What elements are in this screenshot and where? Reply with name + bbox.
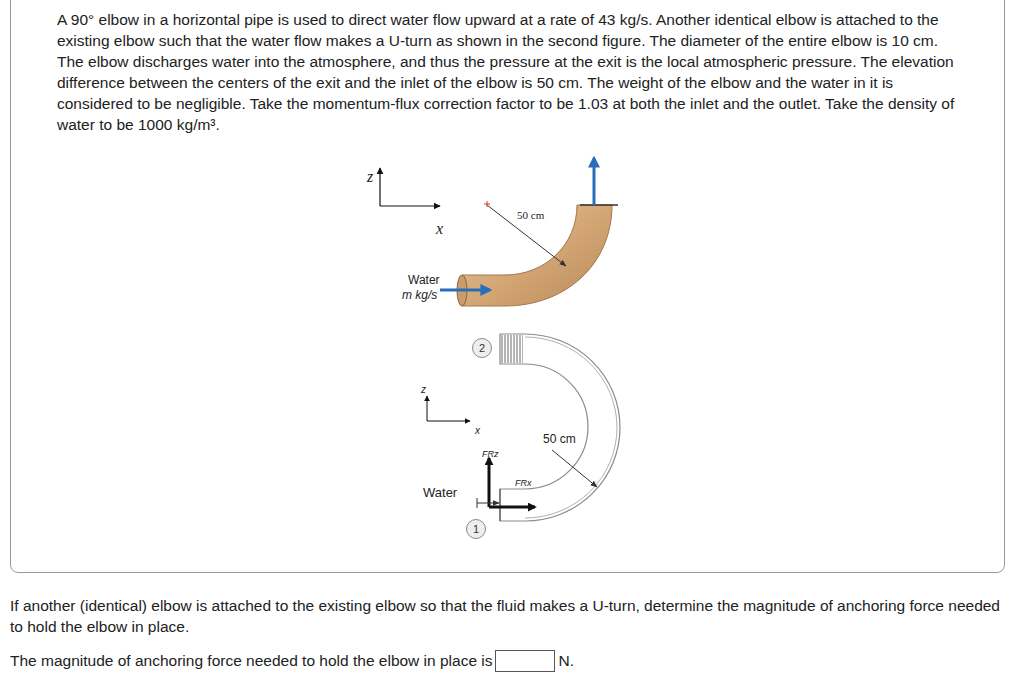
- dimension: 50 cm: [543, 433, 576, 447]
- problem-panel: A 90° elbow in a horizontal pipe is used…: [10, 0, 1005, 573]
- axis-label: z: [421, 384, 426, 396]
- problem-text: A 90° elbow in a horizontal pipe is used…: [57, 9, 962, 135]
- flow-arrow: [440, 289, 490, 292]
- flow-arrow: [593, 158, 596, 205]
- answer-prompt: The magnitude of anchoring force needed …: [10, 652, 493, 670]
- u-elbow-outline: [525, 337, 617, 518]
- section-line: [499, 489, 500, 521]
- section-hatch: [501, 335, 523, 363]
- axis-label: x: [475, 425, 480, 437]
- force-arrow: [489, 506, 535, 509]
- inlet-tick: [477, 498, 478, 508]
- unit-label: N.: [559, 652, 575, 670]
- section-callout: 2: [472, 338, 492, 358]
- flow-label: Water: [423, 486, 457, 501]
- answer-row: The magnitude of anchoring force needed …: [10, 650, 574, 672]
- callout-number: 1: [473, 524, 479, 535]
- radius-line: [487, 205, 566, 266]
- answer-box: [495, 650, 555, 672]
- force-label: FRx: [515, 478, 532, 488]
- flow-label: m kg/s: [402, 289, 437, 303]
- exit-line: [580, 204, 618, 206]
- axis-label: x: [436, 220, 443, 238]
- dimension: 50 cm: [517, 209, 544, 222]
- callout-number: 2: [479, 343, 485, 354]
- force-arrow: [488, 458, 491, 507]
- radius-line: [552, 450, 597, 487]
- flow-label: Water: [408, 274, 440, 288]
- axes: [427, 396, 470, 421]
- axes: [380, 168, 440, 206]
- axis-label: z: [367, 168, 373, 186]
- inlet-arrow: [477, 503, 499, 504]
- u-elbow: [500, 334, 620, 521]
- question-text: If another (identical) elbow is attached…: [10, 595, 1010, 637]
- section-callout: 1: [466, 519, 486, 539]
- center-mark: [484, 201, 490, 207]
- force-label: FRz: [482, 449, 499, 459]
